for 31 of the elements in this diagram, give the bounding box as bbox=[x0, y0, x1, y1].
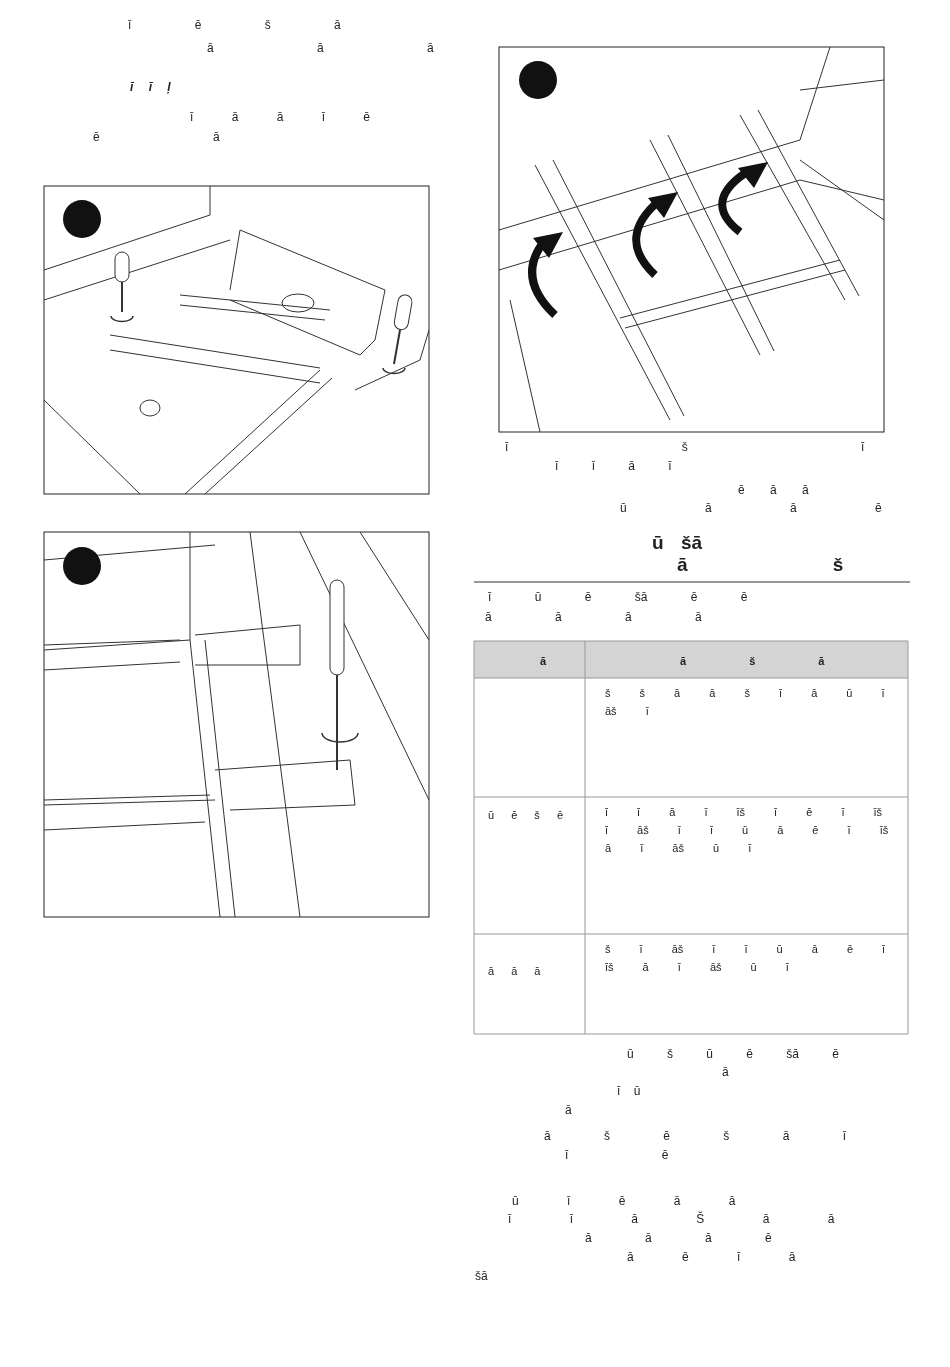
instruction-text: ā ā ā ē bbox=[585, 1230, 772, 1247]
instruction-text: ā bbox=[565, 1102, 572, 1119]
section-heading: ū šā bbox=[652, 532, 703, 554]
instruction-text: ā ā ā ā bbox=[485, 609, 702, 626]
instruction-text: ā ā ā bbox=[207, 40, 434, 57]
instruction-text: ū š ū ē šā ē bbox=[627, 1046, 840, 1063]
instruction-text: ā ē ī ā bbox=[627, 1249, 796, 1266]
instruction-text: ī ū ē šā ē ē bbox=[488, 589, 748, 606]
instruction-text: ī ā ā ī ē bbox=[190, 109, 371, 126]
table-cell-text: ū ē š ē bbox=[488, 808, 565, 823]
instruction-text: ā bbox=[722, 1064, 729, 1081]
table-cell-text: ī ī ā ī īš ī ē ī īš ī āš ī ī ū ā ē ī īš ā ī āš ū ī bbox=[605, 805, 890, 856]
instruction-text: ē ā ā bbox=[738, 482, 809, 499]
instruction-text: ū ā ā ē bbox=[620, 500, 882, 517]
instruction-text: ū ī ē ā ā bbox=[512, 1193, 736, 1210]
instruction-text: ī ē š ā bbox=[128, 17, 341, 34]
table-cell-text: ā ā ā bbox=[488, 964, 542, 979]
table-header: ā bbox=[540, 654, 547, 669]
instruction-text: ī ī ā ī bbox=[555, 458, 672, 475]
instruction-text: ī š ī bbox=[505, 439, 865, 456]
instruction-text: ē ā bbox=[93, 129, 220, 146]
instruction-text: ī ū bbox=[617, 1083, 641, 1100]
instruction-text: ī ī ā Š ā ā bbox=[508, 1210, 835, 1228]
table-cell-text: š ī āš ī ī ū ā ē ī īš ā ī āš ū ī bbox=[605, 942, 887, 975]
section-heading: ā š bbox=[677, 554, 844, 576]
instruction-text: ā š ē š ā ī bbox=[544, 1128, 847, 1145]
table-cell-text: š š ā ā š ī ā ū ī āš ī bbox=[605, 686, 886, 719]
instruction-text: šā bbox=[475, 1268, 488, 1285]
instruction-text: ī ī ļ bbox=[130, 79, 171, 96]
table-header: ā š ā bbox=[680, 654, 825, 669]
instruction-text: ī ē bbox=[565, 1147, 669, 1164]
